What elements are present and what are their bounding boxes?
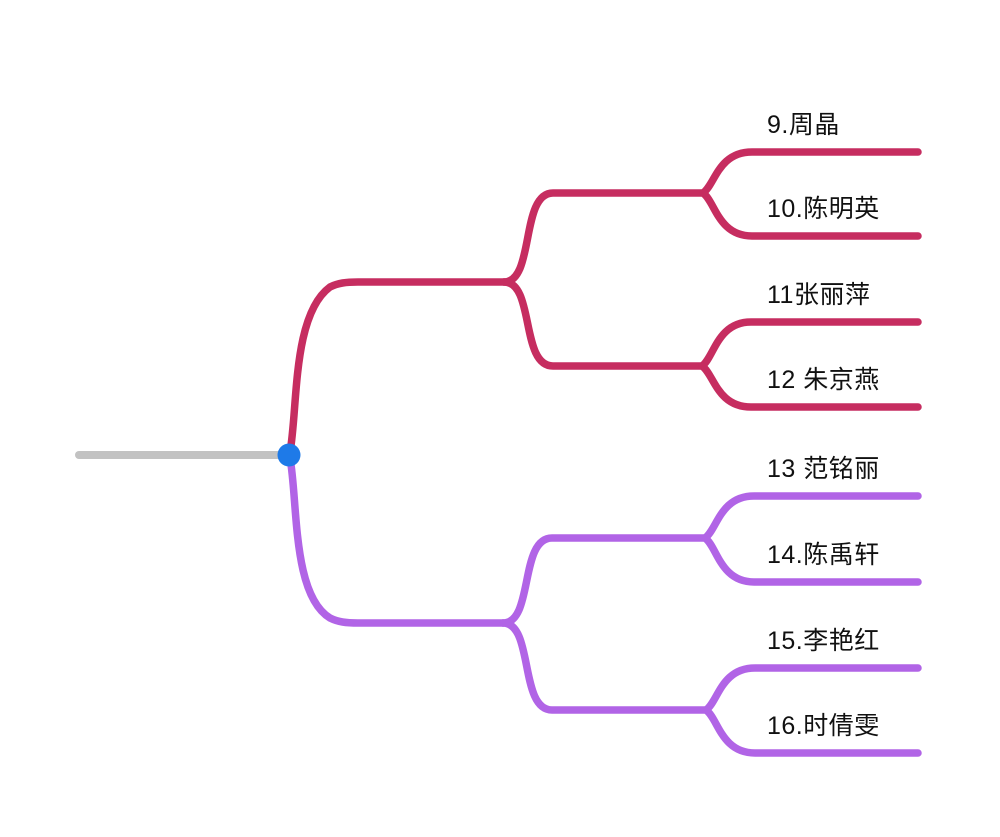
node-label-11[interactable]: 11张丽萍 [767, 281, 871, 309]
node-label-13[interactable]: 13 范铭丽 [767, 455, 880, 483]
node-line-11[interactable] [698, 318, 922, 370]
purple-trunk-curve [286, 454, 507, 627]
branch-upper-red [286, 148, 922, 456]
purple-upper-connector [499, 534, 709, 627]
node-line-10[interactable] [699, 189, 922, 240]
node-label-12[interactable]: 12 朱京燕 [767, 366, 880, 394]
red-upper-connector [500, 189, 707, 286]
red-trunk-curve [286, 278, 508, 456]
node-line-15[interactable] [702, 664, 922, 714]
node-label-15[interactable]: 15.李艳红 [767, 627, 880, 655]
red-lower-connector [500, 278, 706, 370]
node-line-13[interactable] [701, 492, 922, 542]
node-label-14[interactable]: 14.陈禹轩 [767, 541, 880, 569]
node-line-14[interactable] [701, 534, 922, 586]
node-line-9[interactable] [699, 148, 922, 197]
node-label-9[interactable]: 9.周晶 [767, 111, 840, 139]
node-label-10[interactable]: 10.陈明英 [767, 195, 880, 223]
purple-lower-connector [499, 619, 710, 714]
node-line-16[interactable] [702, 706, 922, 757]
node-label-16[interactable]: 16.时倩雯 [767, 712, 880, 740]
center-node-dot[interactable] [277, 443, 301, 467]
node-line-12[interactable] [698, 362, 922, 411]
branch-lower-purple [286, 454, 922, 757]
